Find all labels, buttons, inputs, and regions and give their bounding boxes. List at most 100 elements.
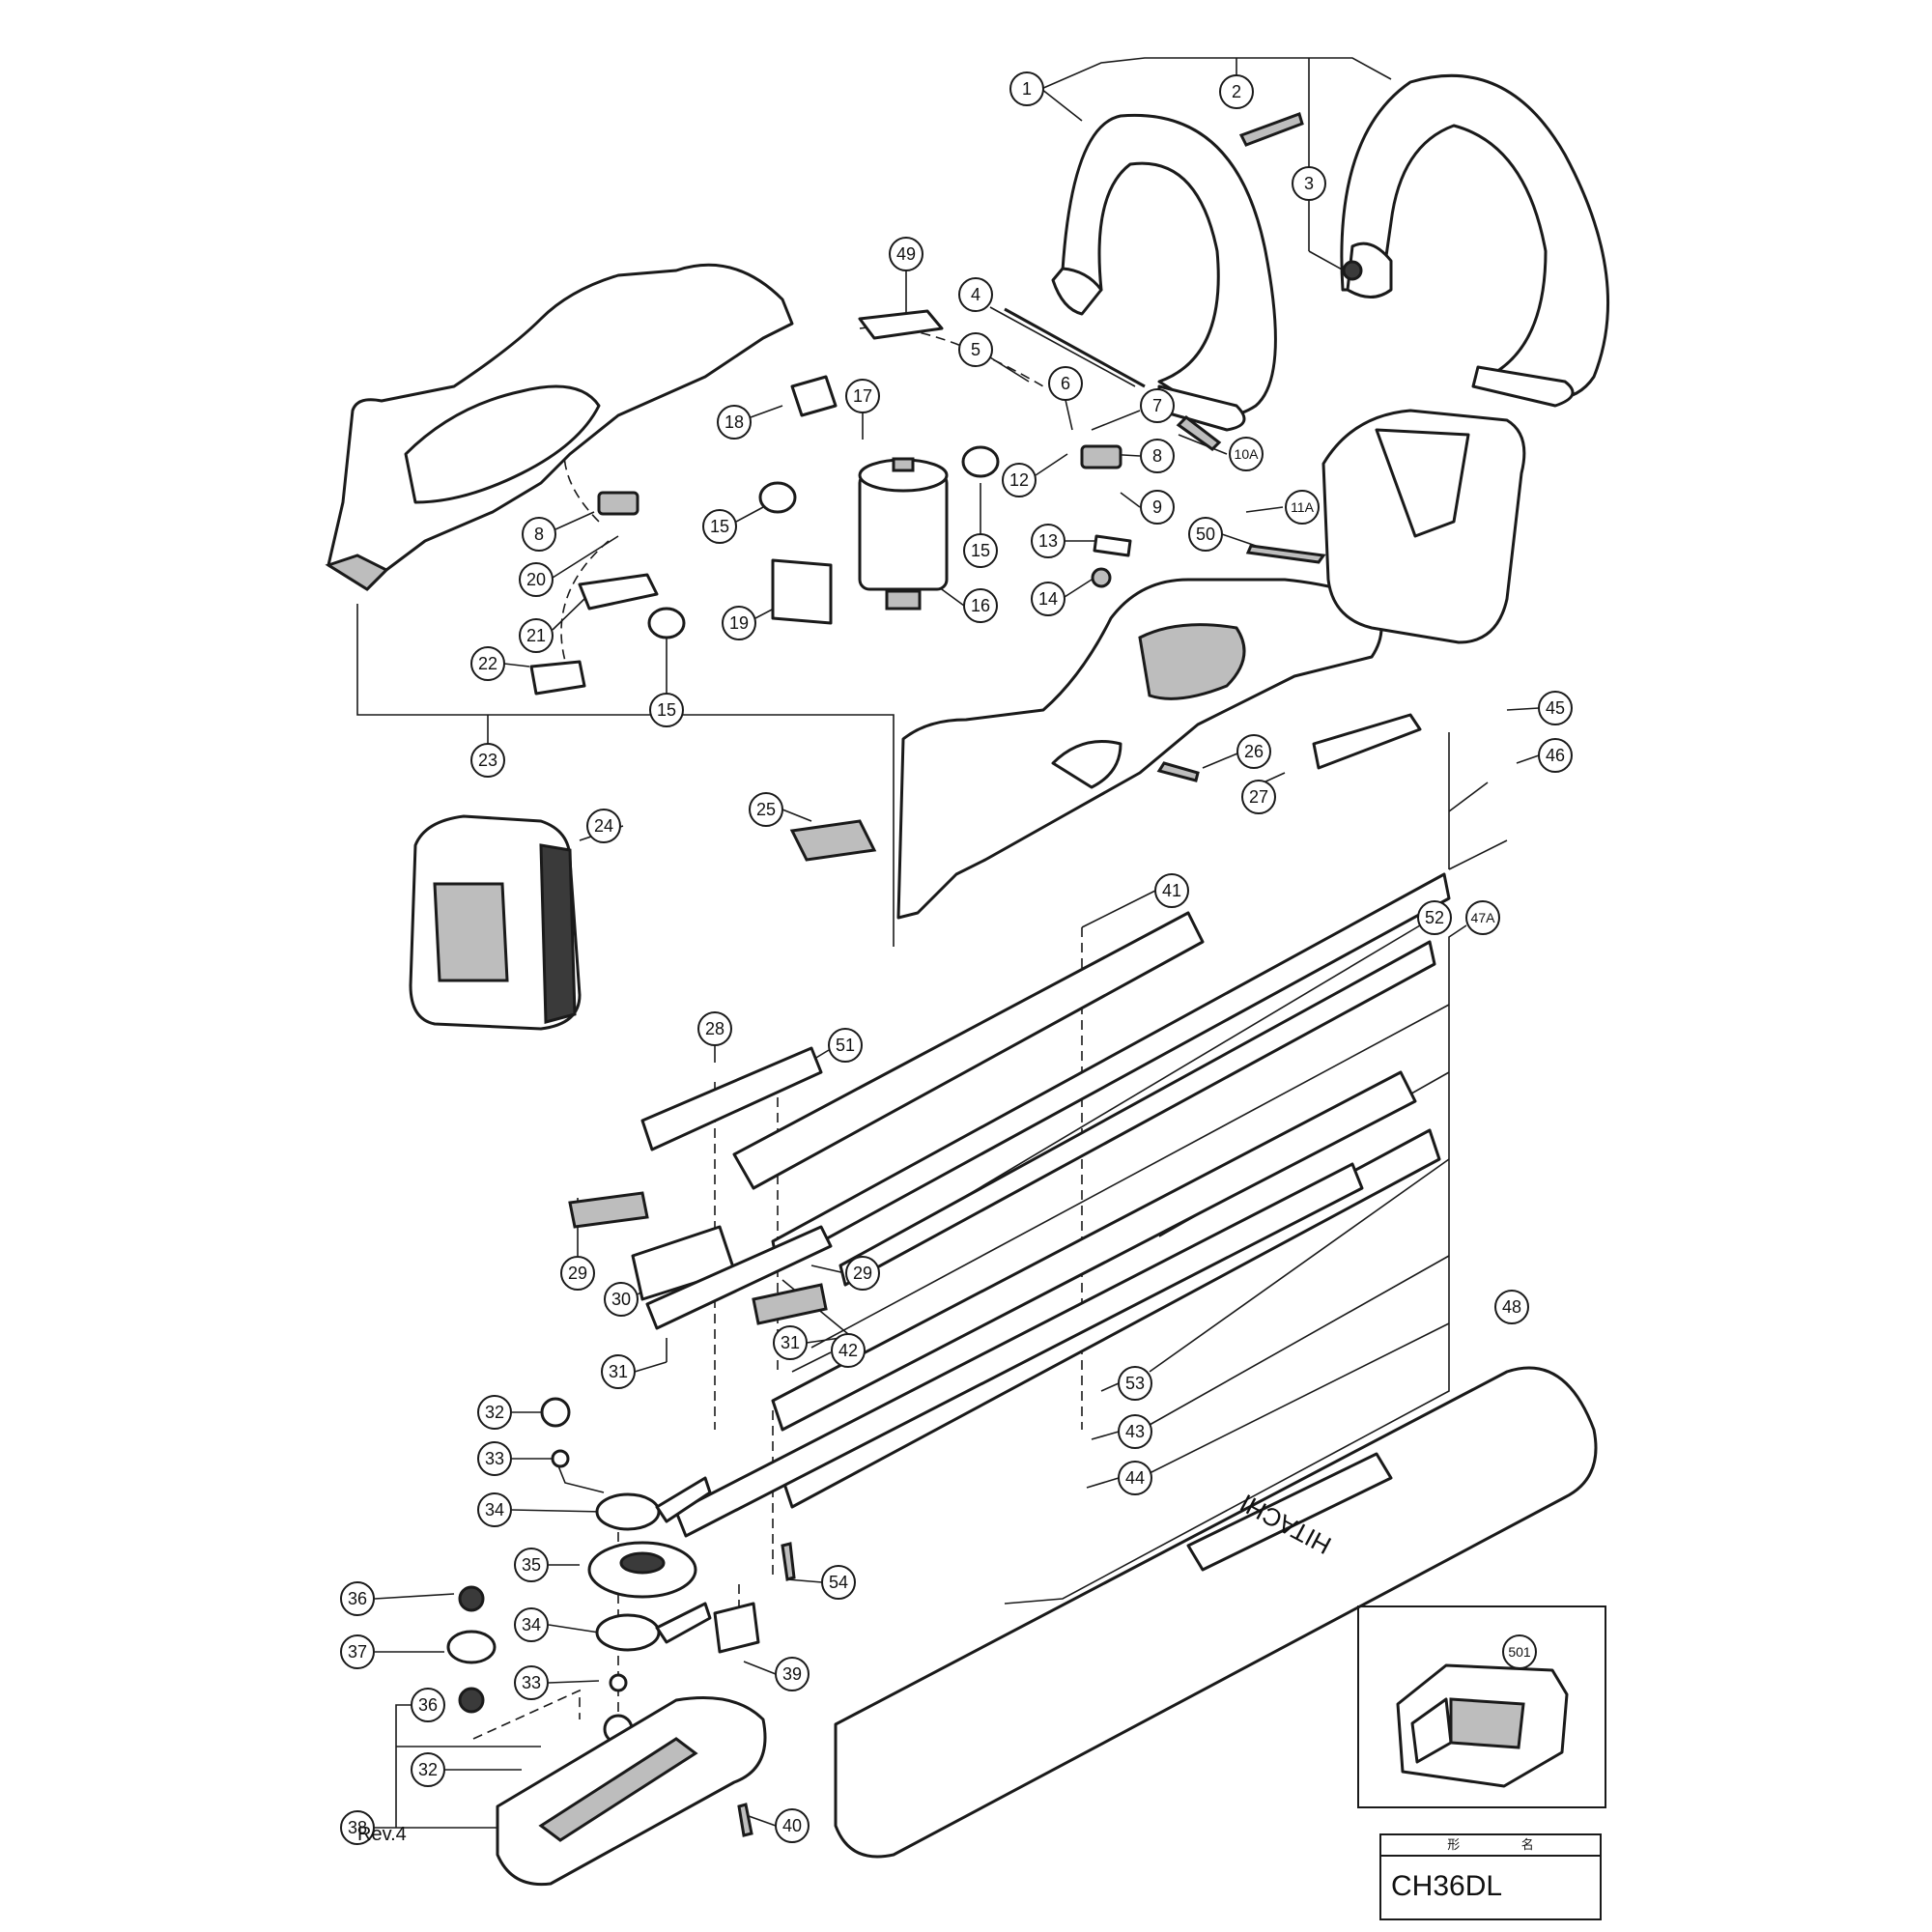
callout-c2: 2 [1219, 74, 1254, 109]
callout-c32b: 32 [411, 1752, 445, 1787]
callout-c50: 50 [1188, 517, 1223, 552]
callout-c49: 49 [889, 237, 923, 271]
callout-c9: 9 [1140, 490, 1175, 525]
callout-number: 20 [526, 570, 546, 589]
callout-number: 47A [1471, 910, 1496, 925]
title-header: 形 名 [1381, 1835, 1600, 1857]
callout-circle [845, 379, 880, 413]
title-block: 形 名 CH36DL [1379, 1833, 1602, 1920]
callout-number: 15 [657, 700, 676, 720]
callout-number: 19 [729, 613, 749, 633]
callout-number: 4 [971, 285, 980, 304]
callout-c47a: 47A [1465, 900, 1500, 935]
rear-handle [1340, 73, 1610, 408]
spacer-29b [752, 1283, 828, 1325]
callout-number: 41 [1162, 881, 1181, 900]
callout-number: 33 [485, 1449, 504, 1468]
callout-number: 30 [611, 1290, 631, 1309]
revision-label: Rev.4 [357, 1824, 407, 1845]
callout-number: 9 [1152, 497, 1162, 517]
callout-number: 40 [782, 1816, 802, 1835]
callout-circle [1140, 490, 1175, 525]
callout-number: 11A [1291, 499, 1315, 515]
callout-circle [1229, 437, 1264, 471]
callout-c48: 48 [1494, 1290, 1529, 1324]
callout-circle [1118, 1414, 1152, 1449]
screw-26 [1156, 761, 1200, 782]
callout-c35: 35 [514, 1548, 549, 1582]
callout-c51: 51 [828, 1028, 863, 1063]
callout-c4: 4 [958, 277, 993, 312]
callout-number: 5 [971, 340, 980, 359]
callout-circle [1031, 524, 1065, 558]
callout-c23: 23 [470, 743, 505, 778]
callout-circle [1465, 900, 1500, 935]
callout-c20: 20 [519, 562, 554, 597]
callout-circle [828, 1028, 863, 1063]
spring [1238, 112, 1304, 147]
callout-circle [749, 792, 783, 827]
callout-c5: 5 [958, 332, 993, 367]
callout-number: 51 [836, 1036, 855, 1055]
callout-c21: 21 [519, 618, 554, 653]
callout-c27: 27 [1241, 780, 1276, 814]
callout-circle [1538, 691, 1573, 725]
callout-number: 12 [1009, 470, 1029, 490]
connector-18 [790, 375, 838, 417]
nut-14 [1091, 567, 1112, 588]
callout-circle [1118, 1366, 1152, 1401]
callout-circle [717, 405, 752, 440]
callout-number: 13 [1038, 531, 1058, 551]
callout-circle [1417, 900, 1452, 935]
callout-c31b: 31 [601, 1354, 636, 1389]
motor [858, 457, 949, 611]
charger-drawing [1396, 1663, 1569, 1788]
callout-number: 46 [1546, 746, 1565, 765]
callout-number: 38 [348, 1818, 367, 1837]
callout-c31a: 31 [773, 1325, 808, 1360]
callout-c7: 7 [1140, 388, 1175, 423]
callout-circle [649, 693, 684, 727]
callout-c26: 26 [1236, 734, 1271, 769]
callout-c37: 37 [340, 1634, 375, 1669]
callout-number: 52 [1425, 908, 1444, 927]
callout-circle [470, 743, 505, 778]
callout-c8b: 8 [522, 517, 556, 552]
callout-number: 6 [1061, 374, 1070, 393]
callout-number: 54 [829, 1573, 848, 1592]
callout-circle [604, 1282, 639, 1317]
callout-number: 32 [485, 1403, 504, 1422]
callout-circle [1048, 366, 1083, 401]
callout-c54: 54 [821, 1565, 856, 1600]
callout-c19: 19 [722, 606, 756, 640]
terminal-plate [771, 558, 833, 625]
callout-circle [1285, 490, 1320, 525]
callout-circle [411, 1752, 445, 1787]
callout-number: 45 [1546, 698, 1565, 718]
callout-number: 22 [478, 654, 497, 673]
callout-number: 26 [1244, 742, 1264, 761]
callout-circle [963, 533, 998, 568]
callout-circle [697, 1011, 732, 1046]
callout-number: 43 [1125, 1422, 1145, 1441]
bushings [647, 445, 1000, 639]
callout-number: 17 [853, 386, 872, 406]
callout-c33a: 33 [477, 1441, 512, 1476]
callout-circle [477, 1395, 512, 1430]
callout-c15c: 15 [649, 693, 684, 727]
callout-number: 18 [724, 412, 744, 432]
callout-circle [775, 1808, 810, 1843]
callout-c3: 3 [1292, 166, 1326, 201]
callout-c16: 16 [963, 588, 998, 623]
lock-plate-49 [858, 309, 944, 340]
callout-circle [586, 809, 621, 843]
callout-number: 53 [1125, 1374, 1145, 1393]
callout-number: 50 [1196, 525, 1215, 544]
callout-number: 34 [522, 1615, 541, 1634]
callout-number: 16 [971, 596, 990, 615]
callout-number: 29 [568, 1264, 587, 1283]
callout-c8a: 8 [1140, 439, 1175, 473]
callout-circle [845, 1256, 880, 1291]
button-21 [578, 573, 659, 611]
callout-number: 32 [418, 1760, 438, 1779]
